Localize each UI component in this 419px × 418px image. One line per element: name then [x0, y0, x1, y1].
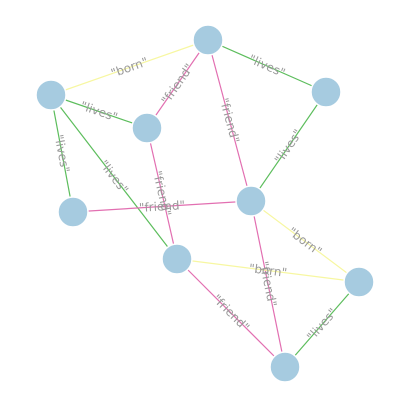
edge-born-n6-n8	[250, 200, 360, 283]
edge-lives-n2-n4	[50, 94, 148, 129]
edge-label-lives: "lives"	[97, 157, 132, 196]
edge-label-lives: "lives"	[272, 127, 305, 167]
edge-label-friend: "friend"	[139, 198, 186, 215]
graph-node-n8[interactable]	[343, 266, 375, 298]
graph-node-n5[interactable]	[57, 196, 89, 228]
edge-label-friend: "friend"	[159, 61, 197, 107]
edge-lives-n2-n7	[50, 94, 178, 260]
edge-label-friend: "friend"	[210, 292, 253, 335]
graph-node-n4[interactable]	[131, 112, 163, 144]
edge-lives-n1-n3	[207, 39, 327, 93]
edge-friend-n7-n10	[176, 258, 286, 368]
edge-label-friend: "friend"	[217, 96, 242, 144]
edge-label-lives: "lives"	[247, 52, 288, 80]
edge-friend-n5-n6	[72, 200, 252, 213]
edge-born-n2-n1	[50, 39, 209, 96]
graph-node-n2[interactable]	[35, 79, 67, 111]
graph-node-n6[interactable]	[235, 185, 267, 217]
edge-lives-n2-n5	[50, 94, 74, 213]
graph-node-n7[interactable]	[161, 243, 193, 275]
nodes	[35, 24, 375, 383]
graph-node-n10[interactable]	[269, 351, 301, 383]
edge-lines	[50, 39, 360, 368]
graph-node-n1[interactable]	[192, 24, 224, 56]
edge-label-born: "born"	[285, 224, 324, 258]
edge-lives-n10-n8	[284, 281, 360, 368]
edge-born-n7-n8	[176, 258, 360, 283]
edge-label-lives: "lives"	[52, 133, 73, 173]
edge-label-lives: "lives"	[79, 99, 120, 125]
edge-labels: "born""lives""friend""friend""lives""liv…	[52, 52, 340, 344]
edge-friend-n6-n10	[250, 200, 286, 368]
graph-node-n3[interactable]	[310, 76, 342, 108]
edge-lives-n6-n3	[250, 91, 327, 202]
edge-friend-n1-n6	[207, 39, 252, 202]
edge-label-lives: "lives"	[304, 305, 340, 343]
edge-label-born: "born"	[248, 261, 288, 280]
edge-label-born: "born"	[109, 55, 150, 81]
edge-friend-n4-n1	[146, 39, 209, 129]
edge-friend-n4-n7	[146, 127, 178, 260]
